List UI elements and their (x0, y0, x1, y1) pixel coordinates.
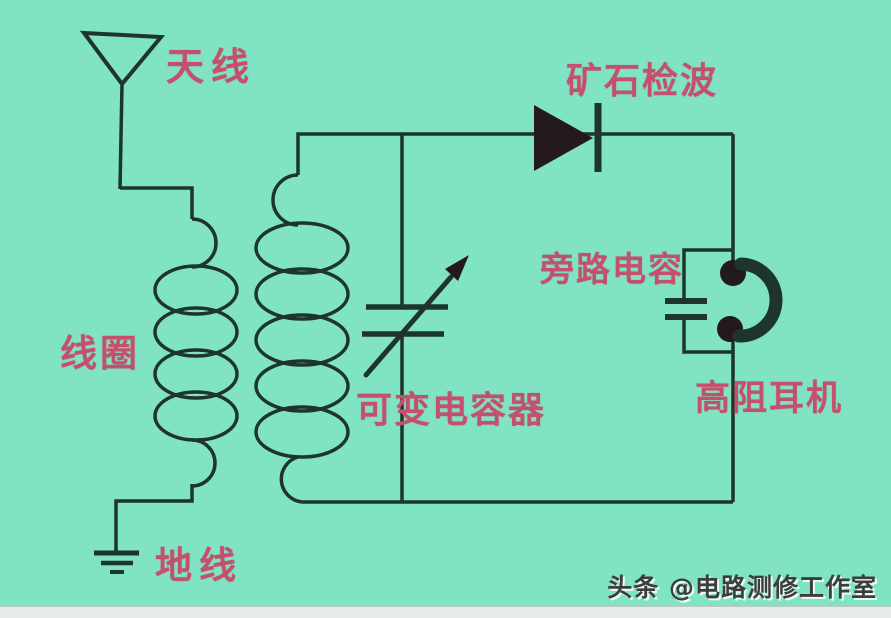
label-crystal-detector: 矿石检波 (566, 61, 719, 102)
watermark: 头条 @电路测修工作室 (607, 573, 877, 602)
top-wire (296, 132, 733, 175)
antenna-to-coil-wire (120, 186, 194, 219)
label-coil: 线圈 (60, 332, 140, 375)
bypass-capacitor-icon (665, 248, 733, 354)
label-earphone: 高阻耳机 (695, 379, 844, 419)
label-antenna: 天线 (166, 45, 257, 89)
earphone-icon (717, 257, 783, 343)
antenna-icon (79, 30, 166, 190)
label-bypass-capacitor: 旁路电容 (540, 250, 684, 290)
label-variable-capacitor: 可变电容器 (356, 390, 547, 431)
variable-capacitor-icon (362, 134, 469, 502)
bottom-strip (0, 606, 891, 618)
diode-icon (534, 103, 602, 172)
label-ground: 地线 (155, 544, 243, 587)
coil-to-ground-wire (114, 484, 194, 551)
secondary-coil-icon (254, 173, 350, 504)
primary-coil-icon (153, 217, 239, 488)
ground-icon (94, 550, 139, 574)
